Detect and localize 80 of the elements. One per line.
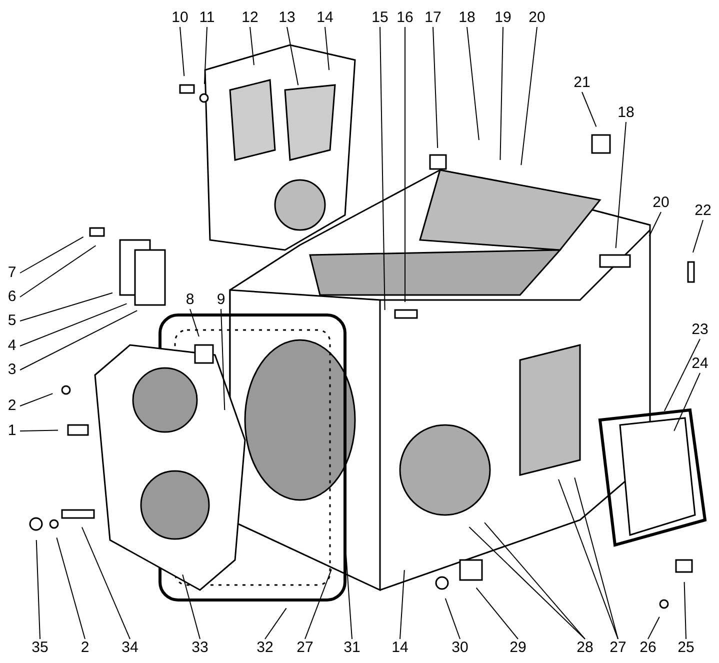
leader-line xyxy=(500,26,504,160)
callout-number: 31 xyxy=(343,640,361,656)
callout-number: 18 xyxy=(458,10,476,26)
leader-line xyxy=(692,220,704,253)
callout-number: 1 xyxy=(5,423,19,439)
callout-number: 24 xyxy=(691,356,709,372)
leader-line xyxy=(444,598,460,640)
leader-line xyxy=(20,292,113,322)
leader-line xyxy=(476,587,518,640)
leader-line xyxy=(664,338,700,412)
leader-line xyxy=(466,26,480,141)
callout-number: 5 xyxy=(5,313,19,329)
leader-line xyxy=(20,393,54,406)
callout-number: 19 xyxy=(494,10,512,26)
callout-number: 14 xyxy=(316,10,334,26)
leader-line xyxy=(484,522,586,640)
callout-number: 16 xyxy=(396,10,414,26)
leader-line xyxy=(582,92,597,128)
leader-line xyxy=(180,26,185,77)
leader-line xyxy=(20,310,138,370)
callout-number: 2 xyxy=(78,640,92,656)
callout-number: 27 xyxy=(296,640,314,656)
leader-line xyxy=(264,608,287,640)
callout-number: 35 xyxy=(31,640,49,656)
callout-number: 6 xyxy=(5,289,19,305)
leader-line xyxy=(432,26,438,148)
leader-line xyxy=(304,568,332,640)
callout-number: 17 xyxy=(424,10,442,26)
callout-number: 27 xyxy=(609,640,627,656)
leader-line xyxy=(250,26,254,66)
callout-number: 34 xyxy=(121,640,139,656)
leader-line xyxy=(468,526,586,640)
callout-number: 9 xyxy=(214,292,228,308)
callout-number: 26 xyxy=(639,640,657,656)
leader-line xyxy=(615,122,626,249)
leader-line xyxy=(20,236,84,274)
leader-line xyxy=(20,430,58,432)
leader-line xyxy=(20,245,96,298)
callout-number: 12 xyxy=(241,10,259,26)
callout-number: 21 xyxy=(573,75,591,91)
callout-number: 8 xyxy=(183,292,197,308)
callout-number: 33 xyxy=(191,640,209,656)
leader-line xyxy=(404,26,406,302)
callout-number: 28 xyxy=(576,640,594,656)
leader-line xyxy=(574,477,618,640)
callout-number: 20 xyxy=(528,10,546,26)
callout-number: 10 xyxy=(171,10,189,26)
callout-number: 30 xyxy=(451,640,469,656)
leader-line xyxy=(684,582,686,640)
leader-line xyxy=(558,478,618,640)
callout-number: 32 xyxy=(256,640,274,656)
leader-line xyxy=(81,526,130,640)
leader-line xyxy=(648,616,660,640)
callout-number: 25 xyxy=(677,640,695,656)
leader-line xyxy=(520,26,538,166)
leader-line xyxy=(220,308,226,410)
callout-number: 11 xyxy=(198,10,216,26)
leader-line xyxy=(674,372,700,432)
callout-number: 14 xyxy=(391,640,409,656)
leader-line xyxy=(20,303,128,346)
callout-number: 23 xyxy=(691,322,709,338)
leader-line xyxy=(324,26,330,71)
callout-number: 29 xyxy=(509,640,527,656)
callout-number: 15 xyxy=(371,10,389,26)
callout-number: 3 xyxy=(5,362,19,378)
leader-line xyxy=(286,26,299,86)
leader-line xyxy=(56,537,86,640)
leader-line xyxy=(204,26,208,84)
callout-number: 13 xyxy=(278,10,296,26)
leader-line xyxy=(36,540,40,640)
callout-number: 2 xyxy=(5,398,19,414)
leader-line xyxy=(182,574,200,640)
leader-line xyxy=(380,26,386,310)
callout-number: 4 xyxy=(5,338,19,354)
callout-number: 20 xyxy=(652,195,670,211)
callout-number: 18 xyxy=(617,105,635,121)
leader-line xyxy=(648,212,662,236)
leader-line xyxy=(400,569,405,640)
callout-number: 7 xyxy=(5,265,19,281)
callout-number: 22 xyxy=(694,203,712,219)
